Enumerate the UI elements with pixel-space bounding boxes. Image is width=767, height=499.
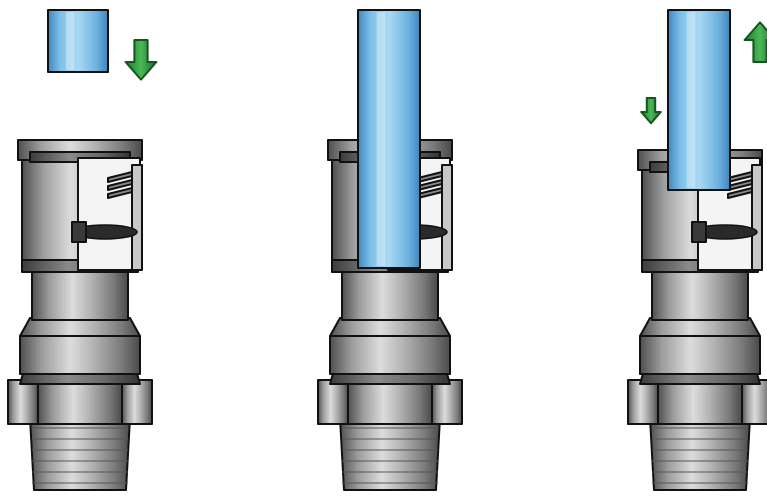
cutaway-wall [751,164,763,271]
arrow-up-icon-shape [743,21,767,63]
grab-ring-tooth [107,179,133,191]
hex-face-right [121,379,153,425]
tube-highlight [686,12,696,188]
hex-face-right [431,379,463,425]
hex-face-left [7,379,39,425]
hex-face-left [627,379,659,425]
arrow-up-icon [743,21,767,63]
arrow-down-icon-shape [124,39,158,81]
grab-ring-tooth [107,171,133,183]
cutaway-wall [131,164,143,271]
thread-section [339,417,441,491]
tube-highlight [376,12,386,266]
arrow-down-icon [640,97,662,125]
tube-body [357,9,421,269]
arrow-down-icon-shape [640,97,662,125]
hex-face-right [741,379,767,425]
lower-collar [639,335,761,375]
thread-section [649,417,751,491]
hex-face-left [317,379,349,425]
hex-face-center [37,379,123,425]
tube-panel-3 [667,9,731,191]
thread-section [29,417,131,491]
o-ring-section-left [71,221,87,243]
hex-face-center [347,379,433,425]
lower-collar [329,335,451,375]
fitting-panel-1 [7,139,153,491]
arrow-down-icon [124,39,158,81]
hex-face-center [657,379,743,425]
middle-body [651,269,749,321]
tube-panel-1 [47,9,109,73]
tube-body [667,9,731,191]
o-ring-section-left [691,221,707,243]
tube-panel-2 [357,9,421,269]
grab-ring-tooth [727,187,753,199]
lower-collar [19,335,141,375]
grab-ring-tooth [107,187,133,199]
tube-body [47,9,109,73]
fitting-panel-2 [317,139,463,491]
cutaway-wall [441,164,453,271]
fitting-panel-3 [627,149,767,491]
middle-body [341,269,439,321]
tube-highlight [66,12,75,70]
middle-body [31,269,129,321]
